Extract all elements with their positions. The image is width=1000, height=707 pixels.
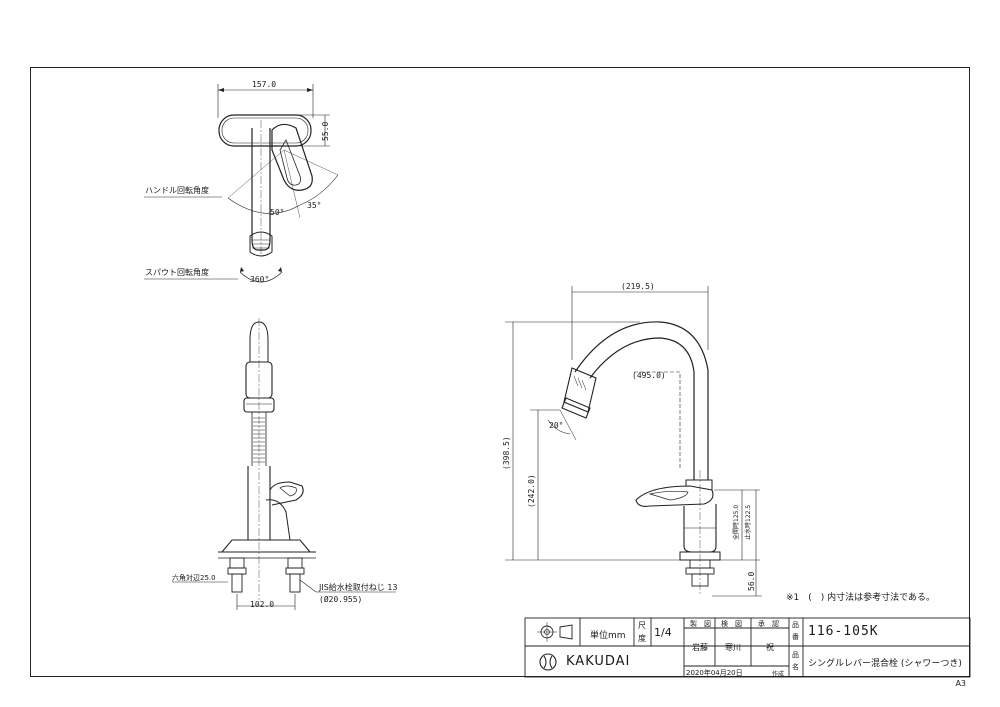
product-no-label-1: 品 bbox=[792, 621, 799, 629]
product-no-label-2: 番 bbox=[792, 633, 799, 641]
name-check: 寒川 bbox=[725, 643, 741, 652]
dim-base-height: 56.0 bbox=[747, 571, 756, 591]
spout-rotation-label: スパウト回転角度 bbox=[145, 268, 209, 277]
scale-label-2: 度 bbox=[638, 634, 646, 643]
angle-20: 20° bbox=[549, 421, 564, 430]
angle-35: 35° bbox=[307, 201, 322, 210]
sheet-size: A3 bbox=[955, 679, 966, 688]
dim-lever-open: 全開時125.0 bbox=[733, 504, 740, 540]
handle-rotation-label: ハンドル回転角度 bbox=[145, 186, 209, 195]
col-drawing: 製 図 bbox=[690, 620, 711, 628]
dim-total-height: (398.5) bbox=[502, 436, 511, 470]
dim-spout-height: (242.0) bbox=[527, 474, 536, 508]
angle-360: 360° bbox=[250, 275, 270, 284]
name-drawing: 岩藤 bbox=[692, 643, 708, 652]
creation-date-suffix: 作成 bbox=[772, 671, 785, 678]
col-approve: 承 認 bbox=[758, 620, 779, 628]
dim-lever-closed: 止水時122.5 bbox=[745, 504, 752, 540]
product-name-label-1: 品 bbox=[792, 651, 799, 659]
unit-label: 単位mm bbox=[590, 631, 626, 641]
name-approve: 祝 bbox=[766, 643, 774, 652]
product-number: 116-105K bbox=[808, 624, 879, 639]
creation-date: 2020年04月20日 bbox=[686, 669, 743, 677]
drawing-frame bbox=[30, 67, 970, 677]
dim-reach-219: (219.5) bbox=[621, 282, 655, 291]
product-name-label-2: 名 bbox=[792, 663, 799, 671]
dim-width-157: 157.0 bbox=[252, 80, 277, 89]
angle-50: 50° bbox=[270, 208, 285, 217]
thread-diameter: (Ø20.955) bbox=[319, 595, 363, 604]
hex-size-label: 六角対辺25.0 bbox=[172, 574, 216, 582]
product-name: シングルレバー混合栓 (シャワーつき) bbox=[808, 659, 962, 669]
thread-label: JIS給水栓取付ねじ 13 bbox=[319, 583, 398, 592]
top-view bbox=[144, 84, 339, 283]
dim-hose-495: (495.0) bbox=[632, 371, 666, 380]
scale-label-1: 尺 bbox=[638, 621, 646, 630]
brand-logo: KAKUDAI bbox=[566, 654, 631, 669]
dim-pitch-102: 102.0 bbox=[250, 600, 275, 609]
col-check: 検 図 bbox=[721, 620, 742, 628]
reference-note: ※1 ( ) 内寸法は参考寸法である。 bbox=[786, 593, 936, 603]
dim-height-55: 55.0 bbox=[321, 121, 330, 141]
title-block bbox=[524, 617, 971, 678]
side-view bbox=[505, 286, 762, 597]
scale-value: 1/4 bbox=[654, 626, 672, 639]
front-view bbox=[172, 318, 396, 610]
